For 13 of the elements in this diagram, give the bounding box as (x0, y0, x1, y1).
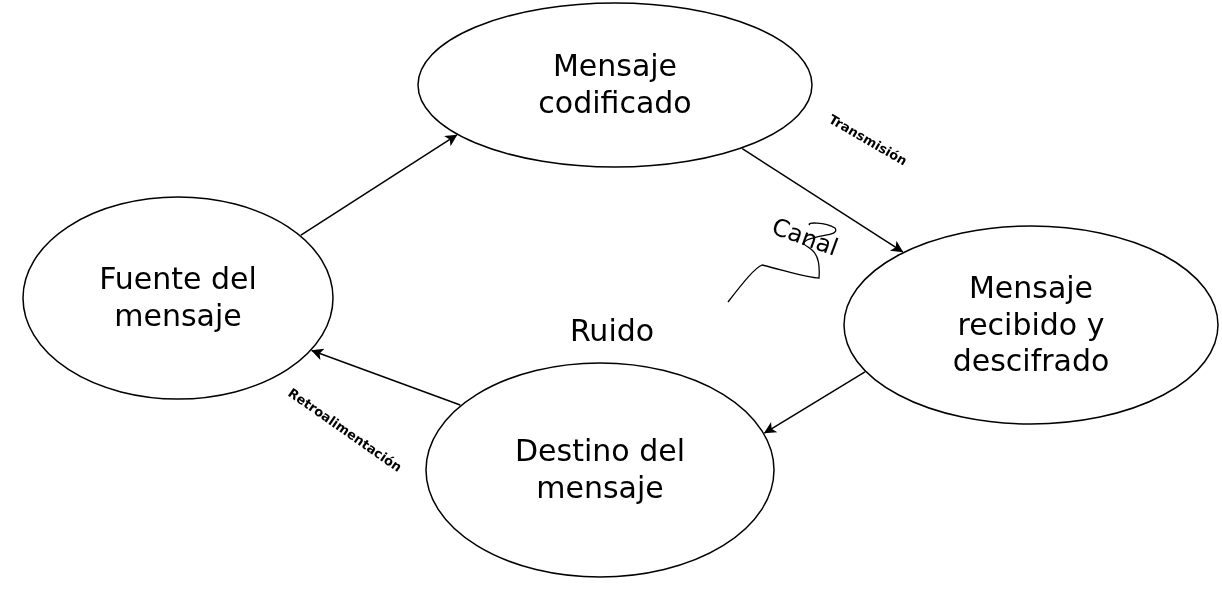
ellipse-node (417, 2, 813, 168)
arrow (300, 134, 458, 236)
node-text: Mensaje codificado (537, 48, 693, 122)
node-text: Destino del mensaje (514, 433, 686, 507)
arrow (763, 371, 866, 434)
text-label: Ruido (569, 312, 655, 348)
node-text: Mensaje recibido y descifrado (951, 270, 1111, 380)
arrow (741, 147, 904, 253)
ellipse-node (843, 225, 1219, 425)
text-label: Canal (768, 212, 842, 262)
ellipse-node (425, 362, 775, 578)
node-text: Fuente del mensaje (98, 261, 258, 335)
arrow (310, 348, 461, 406)
